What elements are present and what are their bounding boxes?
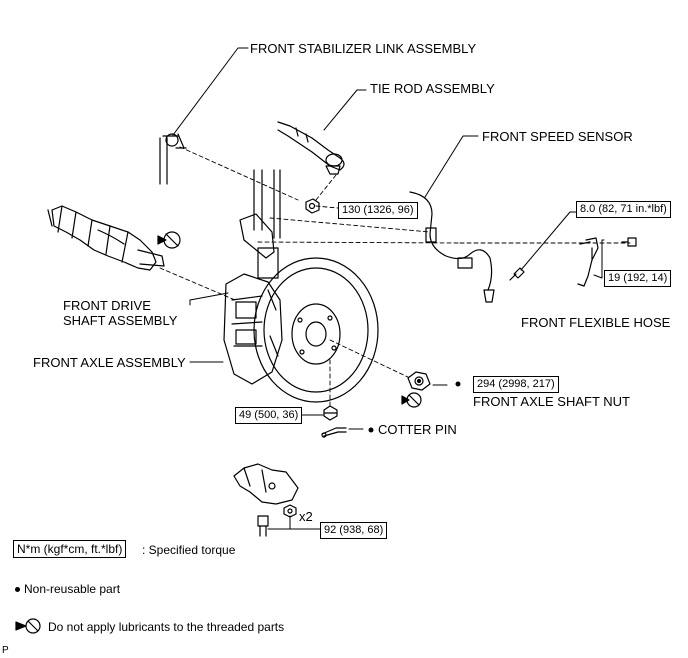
label-speed-sensor: FRONT SPEED SENSOR	[482, 129, 633, 144]
legend-no-lube: Do not apply lubricants to the threaded …	[48, 620, 285, 634]
speed-sensor-drawing	[409, 191, 495, 303]
drive-shaft-drawing	[47, 205, 165, 271]
dashed-alignment-lines	[159, 146, 631, 409]
stabilizer-link-drawing	[159, 133, 187, 185]
legend-nonreusable-text: Non-reusable part	[24, 582, 121, 596]
torque-sensor-bolt: 8.0 (82, 71 in.*lbf)	[576, 201, 671, 218]
label-drive-shaft-line1: FRONT DRIVE	[63, 298, 151, 313]
label-stabilizer-link: FRONT STABILIZER LINK ASSEMBLY	[250, 41, 477, 56]
no-lube-symbol-axle-nut	[401, 392, 422, 408]
legend-no-lube-symbol	[15, 618, 41, 634]
tie-rod-drawing	[277, 121, 345, 175]
brake-caliper-drawing	[223, 273, 283, 385]
nonreusable-marker-cotter-pin	[368, 427, 374, 433]
lower-arm-bracket-drawing	[233, 463, 299, 505]
brake-disc-drawing	[253, 257, 379, 403]
torque-ball-joint-nut: 49 (500, 36)	[235, 407, 303, 424]
torque-lower-arm-bolts: 92 (938, 68)	[320, 522, 388, 539]
label-quantity: x2	[299, 509, 313, 524]
footer-code: P	[2, 645, 9, 656]
legend-unit-box: N*m (kgf*cm, ft.*lbf)	[13, 540, 127, 558]
ball-joint-nut-drawing	[323, 405, 338, 421]
label-cotter-pin: COTTER PIN	[378, 422, 457, 437]
label-axle-assembly: FRONT AXLE ASSEMBLY	[33, 355, 186, 370]
axle-nut-drawing	[407, 371, 431, 391]
lower-arm-bolt-drawing	[257, 515, 269, 537]
legend-unit-description: : Specified torque	[142, 543, 236, 557]
hose-bolt-drawing	[621, 237, 637, 247]
cotter-pin-drawing	[321, 427, 347, 438]
bullet-icon	[15, 587, 20, 593]
nonreusable-marker-axle-nut	[455, 381, 461, 387]
label-axle-shaft-nut: FRONT AXLE SHAFT NUT	[473, 394, 630, 409]
sensor-bolt-drawing	[509, 267, 525, 281]
no-lube-symbol-driveshaft	[157, 231, 181, 249]
torque-axle-nut: 294 (2998, 217)	[473, 376, 559, 393]
torque-hose-bolt: 19 (192, 14)	[604, 270, 672, 287]
lower-arm-nut-drawing	[283, 504, 297, 518]
label-cotter-pin-text: COTTER PIN	[378, 422, 457, 437]
leader-lines	[172, 47, 605, 530]
strut-drawing	[239, 169, 281, 279]
label-flexible-hose: FRONT FLEXIBLE HOSE	[521, 315, 671, 330]
flexible-hose-drawing	[577, 237, 599, 287]
tie-rod-nut-drawing	[305, 198, 320, 214]
legend-nonreusable: Non-reusable part	[15, 582, 120, 596]
label-drive-shaft-line2: SHAFT ASSEMBLY	[63, 313, 178, 328]
label-tie-rod: TIE ROD ASSEMBLY	[370, 81, 495, 96]
torque-tie-rod-nut: 130 (1326, 96)	[338, 202, 418, 219]
